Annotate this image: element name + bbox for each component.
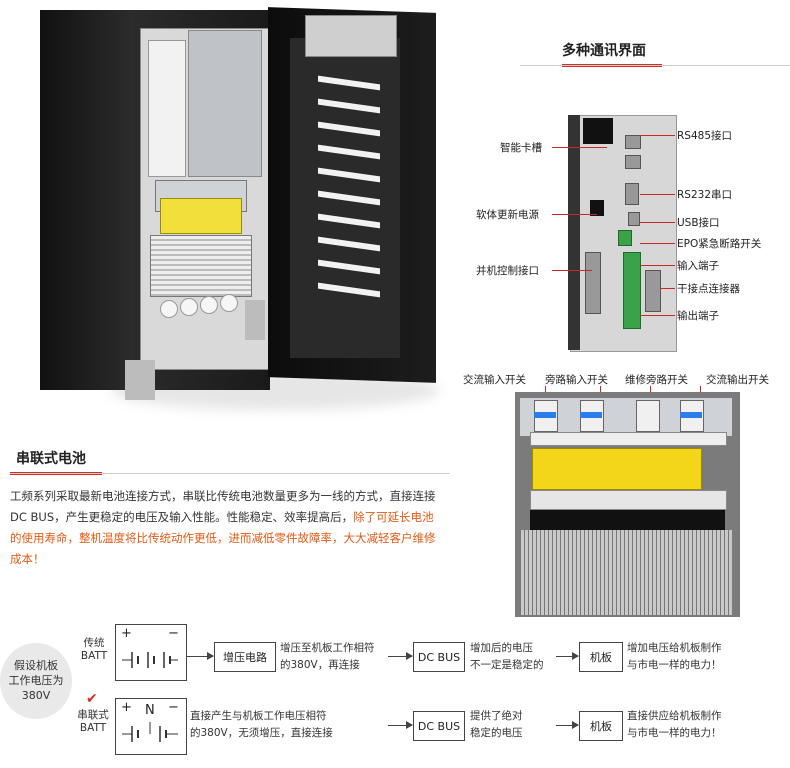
comm-title-rule (520, 65, 790, 66)
update-power-switch (590, 200, 604, 216)
comm-section-title: 多种通讯界面 (562, 43, 646, 59)
dc-bus-box: DC BUS (413, 642, 465, 672)
traditional-batt-label: 传统 BATT (80, 637, 108, 662)
battery-plus-symbol: + (121, 626, 132, 641)
switch-terminal-strip (530, 490, 727, 510)
series-battery-box (115, 698, 187, 755)
battery-minus-symbol: − (168, 700, 179, 715)
board-direct-description: 直接供应给机板制作 与市电一样的电力！ (627, 710, 722, 739)
label-parallel-port: 并机控制接口 (476, 265, 539, 277)
leader-line (640, 222, 675, 223)
cabinet-capacitor (200, 296, 218, 314)
cabinet-capacitor (220, 294, 238, 312)
board-box: 机板 (579, 711, 623, 741)
leader-line (640, 265, 675, 266)
battery-minus-symbol: − (168, 626, 179, 641)
switch-mesh (520, 530, 732, 615)
label-bypass-input-switch: 旁路输入开关 (545, 374, 608, 386)
series-direct-description: 直接产生与机板工作电压相符 的380V，无须增压，直接连接 (190, 710, 333, 739)
label-smart-card-slot: 智能卡槽 (500, 142, 542, 154)
series-batt-label: 串联式 BATT (77, 709, 109, 734)
switch-terminal-block (530, 510, 725, 530)
terminal-block (623, 252, 641, 329)
flow-arrow (388, 652, 413, 660)
smart-card-slot (583, 118, 613, 144)
battery-neutral-symbol: N (145, 703, 155, 718)
cabinet-capacitor (180, 298, 198, 316)
battery-description-normal: 工频系列采取最新电池连接方式，串联比传统电池数量更多为一线的方式，直接连接DC … (10, 489, 436, 524)
leader-line (552, 214, 597, 215)
label-usb: USB接口 (677, 217, 720, 229)
cabinet-leg (125, 360, 155, 400)
rs232-port (625, 183, 639, 205)
label-ac-output-switch: 交流输出开关 (706, 374, 769, 386)
dc-bus-description: 增加后的电压 不一定是稳定的 (470, 642, 544, 671)
leader-line (552, 270, 592, 271)
traditional-battery-box (115, 624, 187, 681)
label-rs232: RS232串口 (677, 189, 733, 201)
parallel-port (585, 252, 601, 314)
label-maintenance-bypass-switch: 维修旁路开关 (625, 374, 688, 386)
battery-cell-icon (122, 722, 178, 742)
dry-contact-connector (645, 270, 661, 312)
breaker-toggle (534, 412, 556, 418)
leader-line (640, 135, 675, 136)
leader-line (660, 288, 675, 289)
rs485-port (625, 155, 641, 169)
label-epo: EPO紧急断路开关 (677, 238, 762, 250)
flow-arrow (556, 721, 579, 729)
dc-bus-stable-description: 提供了绝对 稳定的电压 (470, 710, 523, 739)
cabinet-warning-label (160, 198, 242, 234)
label-update-power: 软体更新电源 (476, 209, 539, 221)
cabinet-main-board (188, 30, 262, 177)
usb-port (628, 212, 640, 226)
battery-description: 工频系列采取最新电池连接方式，串联比传统电池数量更多为一线的方式，直接连接DC … (10, 486, 440, 570)
boost-description: 增压至机板工作相符 的380V，再连接 (280, 642, 375, 671)
breaker-toggle (580, 412, 602, 418)
leader-line (552, 147, 607, 148)
label-input-terminal: 输入端子 (677, 260, 719, 272)
label-ac-input-switch: 交流输入开关 (463, 374, 526, 386)
switch-label-strip (530, 432, 727, 446)
board-box: 机板 (579, 642, 623, 672)
epo-terminal (618, 230, 632, 246)
battery-plus-symbol: + (121, 700, 132, 715)
flow-arrow (388, 721, 413, 729)
battery-description-highlight: 除了可延长电池的使用寿命，整机温度将比传统动作更低，进而减低零件故障率，大大减轻… (10, 510, 436, 566)
switch-warning-label (532, 448, 702, 490)
boost-circuit-box: 增压电路 (214, 642, 276, 672)
leader-line (640, 194, 675, 195)
cabinet-leg (245, 300, 265, 340)
battery-cell-icon (122, 652, 178, 668)
label-dry-contact: 干接点连接器 (677, 283, 740, 295)
flow-arrow (556, 652, 579, 660)
battery-title-rule (10, 473, 450, 474)
assumption-text: 假设机板 工作电压为 380V (8, 659, 64, 702)
board-description: 增加电压给机板制作 与市电一样的电力！ (627, 642, 722, 671)
leader-line (640, 315, 675, 316)
cabinet-mesh (150, 235, 252, 297)
battery-section-title: 串联式电池 (16, 451, 86, 467)
cabinet-door-plate (305, 15, 397, 57)
cabinet-control-board (148, 40, 186, 177)
label-rs485: RS485接口 (677, 130, 733, 142)
rs485-port (625, 135, 641, 149)
comm-panel-edge (568, 115, 580, 350)
label-output-terminal: 输出端子 (677, 310, 719, 322)
breaker-toggle (680, 412, 702, 418)
cabinet-capacitor (160, 300, 178, 318)
flow-arrow (187, 652, 214, 660)
assumption-ellipse (0, 643, 72, 719)
leader-line (640, 243, 675, 244)
dc-bus-box: DC BUS (413, 711, 465, 741)
check-icon: ✔ (86, 691, 98, 707)
breaker-switch (636, 400, 660, 432)
